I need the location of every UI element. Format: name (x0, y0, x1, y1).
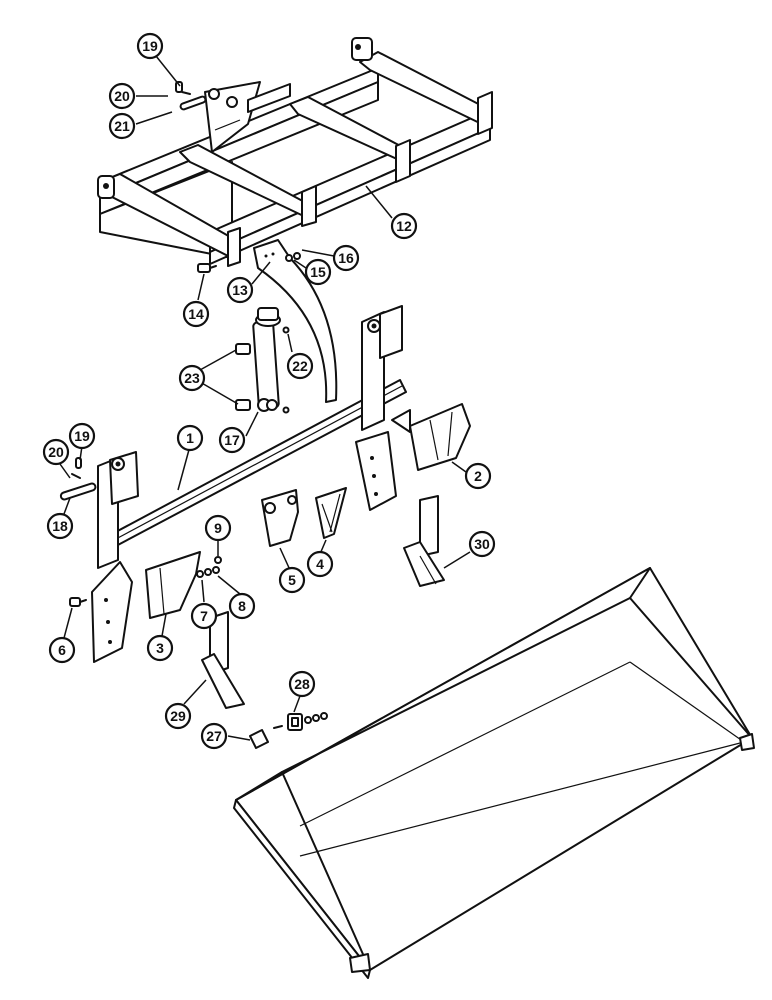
shank-30 (403, 495, 445, 587)
svg-text:6: 6 (58, 642, 66, 658)
svg-text:20: 20 (114, 88, 130, 104)
svg-text:30: 30 (474, 536, 490, 552)
callout-8: 8 (228, 592, 256, 620)
callout-29: 29 (164, 702, 192, 730)
shank-29 (201, 611, 245, 709)
svg-text:19: 19 (74, 428, 90, 444)
callout-2: 2 (464, 462, 492, 490)
svg-text:29: 29 (170, 708, 186, 724)
svg-text:17: 17 (224, 432, 240, 448)
callout-13: 13 (226, 276, 254, 304)
callout-14: 14 (182, 300, 210, 328)
bracket-5 (261, 489, 299, 547)
svg-text:12: 12 (396, 218, 412, 234)
hydraulic-cylinder (235, 307, 290, 414)
svg-text:22: 22 (292, 358, 308, 374)
callout-3: 3 (146, 634, 174, 662)
svg-text:3: 3 (156, 640, 164, 656)
bucket (233, 567, 755, 979)
hardware-27-28 (249, 712, 328, 749)
callouts: 19 20 21 12 16 15 13 14 22 23 17 1 2 20 … (42, 32, 496, 750)
svg-text:23: 23 (184, 370, 200, 386)
callout-20: 20 (108, 82, 136, 110)
bolt-set-14-16 (197, 252, 301, 273)
svg-text:13: 13 (232, 282, 248, 298)
callout-30: 30 (468, 530, 496, 558)
svg-text:2: 2 (474, 468, 482, 484)
leader-lines (59, 55, 471, 741)
callout-18: 18 (46, 512, 74, 540)
svg-text:14: 14 (188, 306, 204, 322)
svg-text:18: 18 (52, 518, 68, 534)
svg-text:8: 8 (238, 598, 246, 614)
callout-19: 19 (136, 32, 164, 60)
callout-9: 9 (204, 514, 232, 542)
callout-28: 28 (288, 670, 316, 698)
callout-6: 6 (48, 636, 76, 664)
svg-text:19: 19 (142, 38, 158, 54)
svg-text:1: 1 (186, 430, 194, 446)
svg-text:9: 9 (214, 520, 222, 536)
callout-7: 7 (190, 602, 218, 630)
callout-20: 20 (42, 438, 70, 466)
svg-text:15: 15 (310, 264, 326, 280)
svg-text:28: 28 (294, 676, 310, 692)
callout-15: 15 (304, 258, 332, 286)
bracket-4 (315, 487, 347, 539)
svg-text:16: 16 (338, 250, 354, 266)
callout-5: 5 (278, 566, 306, 594)
main-frame (97, 37, 493, 267)
callout-4: 4 (306, 550, 334, 578)
callout-27: 27 (200, 722, 228, 750)
callout-17: 17 (218, 426, 246, 454)
left-standard (91, 451, 139, 663)
svg-text:20: 20 (48, 444, 64, 460)
svg-text:5: 5 (288, 572, 296, 588)
bracket-3 (145, 551, 201, 619)
curved-tine (253, 239, 338, 403)
bolt-6 (69, 597, 87, 607)
svg-text:4: 4 (316, 556, 324, 572)
bracket-2 (409, 403, 471, 471)
callout-16: 16 (332, 244, 360, 272)
frame-pin-assembly (175, 81, 207, 111)
hardware-7-9 (196, 556, 222, 578)
right-standard (355, 305, 411, 511)
callout-23: 23 (178, 364, 206, 392)
callout-22: 22 (286, 352, 314, 380)
callout-1: 1 (176, 424, 204, 452)
callout-21: 21 (108, 112, 136, 140)
svg-text:27: 27 (206, 728, 222, 744)
callout-19: 19 (68, 422, 96, 450)
callout-12: 12 (390, 212, 418, 240)
pin-assembly-18 (59, 457, 97, 501)
svg-text:21: 21 (114, 118, 130, 134)
svg-text:7: 7 (200, 608, 208, 624)
